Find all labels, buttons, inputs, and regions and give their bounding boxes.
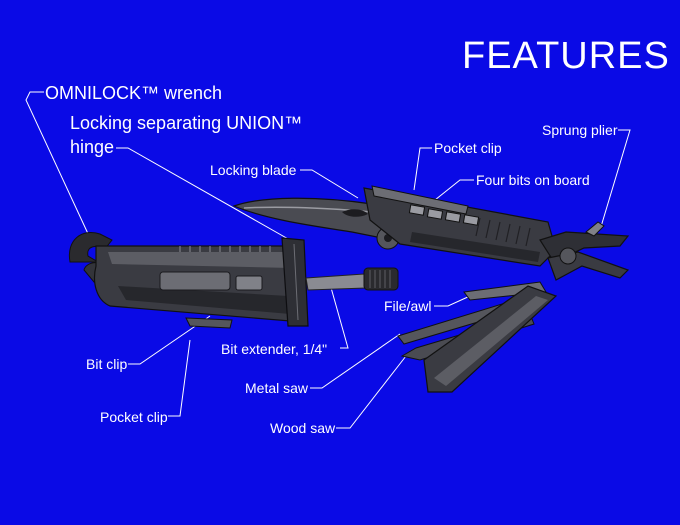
bit-clip [159,271,231,291]
sprung-plier [539,221,630,281]
leader-sprung-plier [599,129,631,231]
pocket-clip-bottom [185,317,233,329]
leader-bit-clip [128,315,211,365]
leader-omnilock [25,91,91,239]
label-union-hinge-line2: hinge [70,137,115,157]
label-omnilock-wrench: OMNILOCK™ wrench [45,83,223,103]
leader-lines [25,91,631,429]
page-title: FEATURES [462,35,670,77]
label-metal-saw: Metal saw [245,380,309,396]
label-file-awl: File/awl [384,298,432,314]
label-bit-clip: Bit clip [86,356,128,372]
tool-blades-lower [397,281,558,393]
label-pocket-clip-bottom: Pocket clip [100,409,168,425]
label-four-bits: Four bits on board [476,172,590,188]
right-handle-assembly [363,185,557,267]
left-handle-assembly [68,232,309,329]
label-sprung-plier: Sprung plier [542,122,618,138]
leader-union-hinge [116,147,291,241]
leader-file-awl [434,295,471,307]
leader-locking-blade [300,169,359,199]
label-union-hinge-line1: Locking separating UNION™ [70,113,303,133]
leader-wood-saw [336,355,407,429]
bit-extender [305,267,399,291]
label-wood-saw: Wood saw [270,420,336,436]
leader-pocket-clip-top [413,147,432,191]
label-bit-extender: Bit extender, 1/4" [221,341,328,357]
pocket-clip-top [371,185,469,215]
leader-metal-saw [310,333,401,389]
leader-bit-extender [329,283,349,349]
label-pocket-clip-top: Pocket clip [434,140,502,156]
leader-pocket-clip-bottom [168,339,191,417]
label-locking-blade: Locking blade [210,162,297,178]
locking-blade [232,197,400,250]
union-hinge-block [281,237,309,327]
four-bits [408,204,480,226]
